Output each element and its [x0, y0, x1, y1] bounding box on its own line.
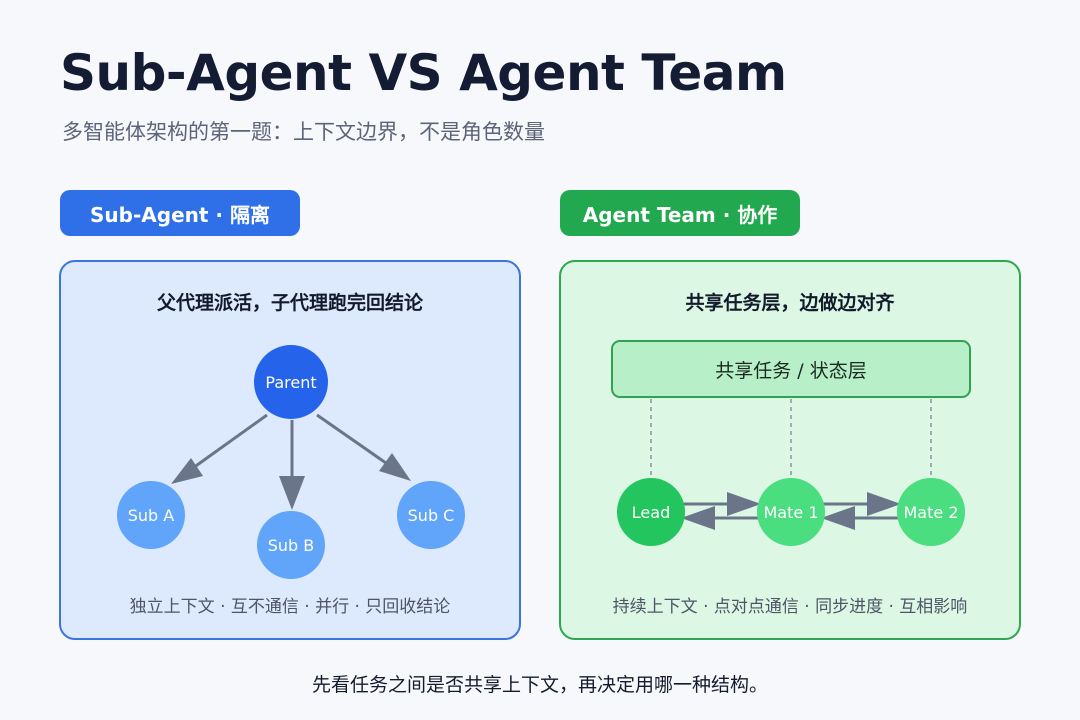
- parent-to-sub-c-arrow: [316, 413, 411, 481]
- parent-to-sub-b-arrow: [279, 420, 305, 510]
- mate-1-node: Mate 1: [757, 478, 825, 546]
- agent-team-panel-title: 共享任务层，边做边对齐: [685, 292, 895, 314]
- lead-node: Lead: [617, 478, 685, 546]
- sub-agent-panel: 父代理派活，子代理跑完回结论 Parent Sub A Sub B Sub C …: [59, 260, 521, 640]
- sub-a-node: Sub A: [117, 481, 185, 549]
- sub-c-node: Sub C: [397, 481, 465, 549]
- agent-team-caption: 持续上下文 · 点对点通信 · 同步进度 · 互相影响: [612, 597, 968, 617]
- mate1-mate2-bidirectional-arrow: [819, 492, 901, 530]
- shared-state-layer: 共享任务 / 状态层: [611, 340, 971, 398]
- sub-agent-diagram: [171, 413, 411, 510]
- agent-team-diagram: [650, 399, 932, 530]
- agent-team-label: Agent Team · 协作: [560, 190, 800, 236]
- lead-mate1-bidirectional-arrow: [679, 492, 761, 530]
- sub-agent-panel-title: 父代理派活，子代理跑完回结论: [156, 292, 423, 314]
- shared-layer-connectors: [650, 399, 932, 478]
- parent-node: Parent: [254, 345, 328, 419]
- page-subtitle: 多智能体架构的第一题：上下文边界，不是角色数量: [62, 120, 545, 144]
- sub-agent-caption: 独立上下文 · 互不通信 · 并行 · 只回收结论: [129, 597, 451, 617]
- footer-note: 先看任务之间是否共享上下文，再决定用哪一种结构。: [311, 674, 768, 696]
- mate-2-node: Mate 2: [897, 478, 965, 546]
- page-title: Sub-Agent VS Agent Team: [60, 44, 787, 102]
- parent-to-sub-a-arrow: [171, 413, 268, 484]
- sub-b-node: Sub B: [257, 511, 325, 579]
- sub-agent-label: Sub-Agent · 隔离: [60, 190, 300, 236]
- agent-team-panel: 共享任务层，边做边对齐 共享任务 / 状态层 Lead Mate 1 Mate …: [559, 260, 1021, 640]
